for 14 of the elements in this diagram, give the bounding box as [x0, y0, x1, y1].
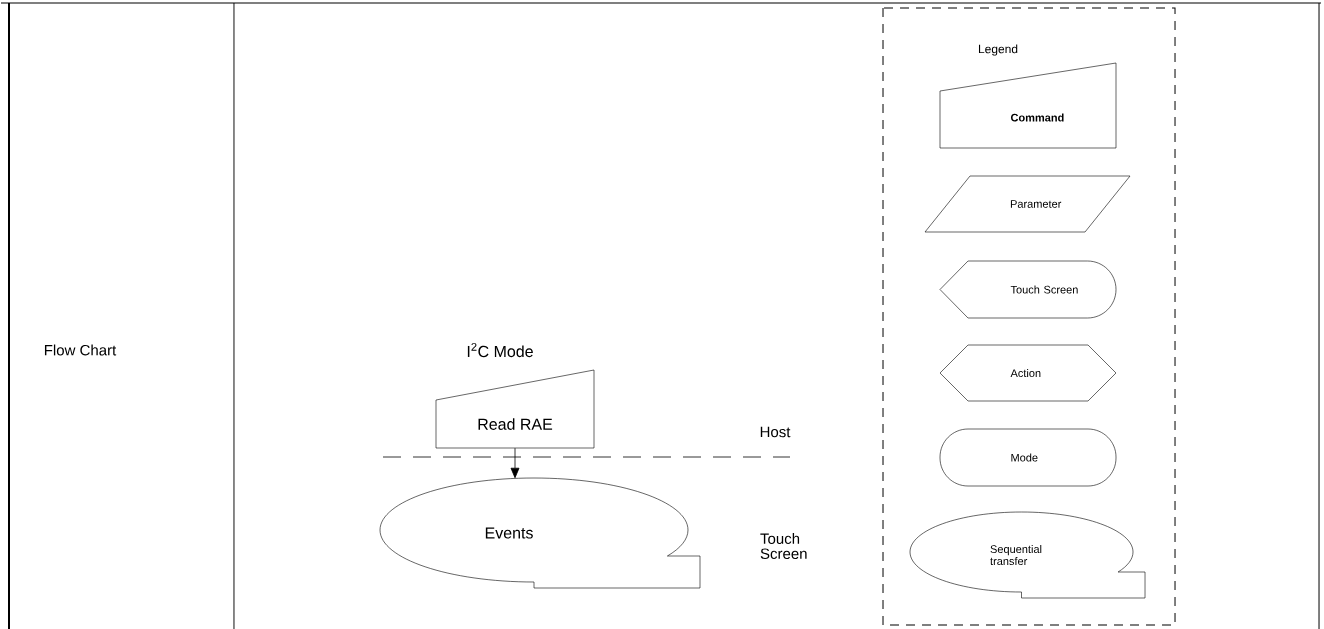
node-heading: I$^{2}$C Mode	[467, 342, 533, 358]
legend-title: Legend	[979, 44, 1018, 56]
region-label: Touch Screen	[760, 533, 807, 559]
legend-item: Parameter	[924, 175, 1131, 233]
row-label: Flow Chart	[44, 344, 117, 356]
arrow	[510, 447, 520, 479]
legend-item: Touch Screen	[939, 260, 1117, 319]
legend-item: Sequential transfer	[909, 511, 1146, 599]
region-label: Host	[760, 426, 791, 438]
command-box: Read RAE	[435, 369, 595, 449]
legend-item: Action	[939, 344, 1117, 402]
legend-item: Mode	[939, 428, 1117, 487]
legend-item: Command	[939, 62, 1117, 149]
sequential-transfer-box: Events	[379, 477, 701, 589]
